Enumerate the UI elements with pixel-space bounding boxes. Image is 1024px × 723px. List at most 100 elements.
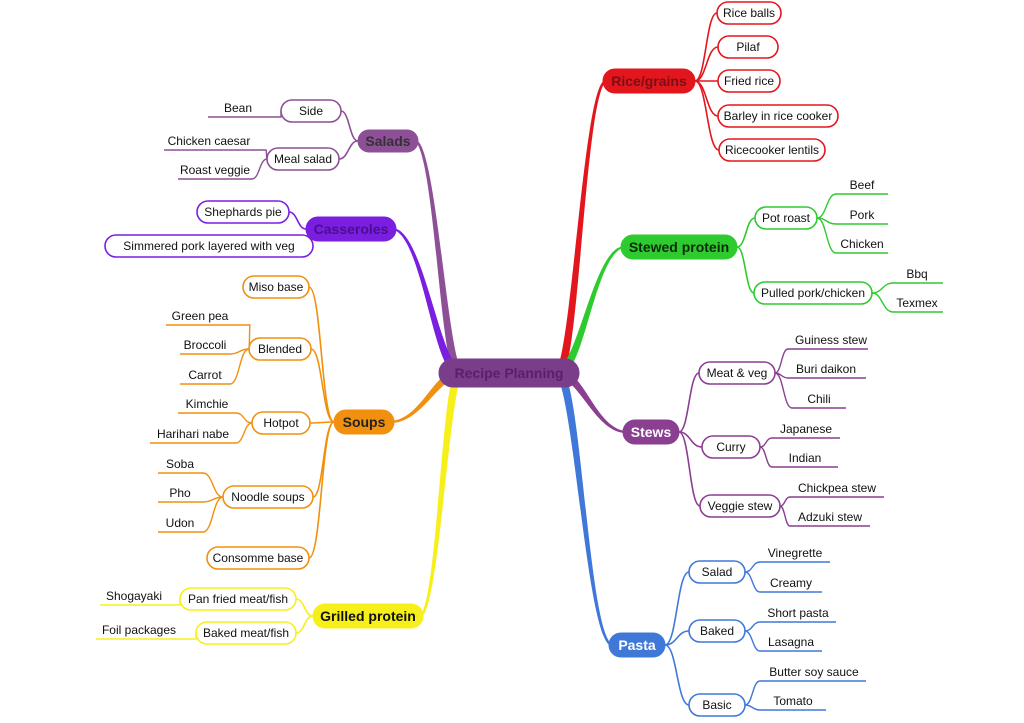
leaf-guiness-stew[interactable]: Guiness stew [788,333,868,350]
node-shephards-pie[interactable]: Shephards pie [196,200,290,224]
node-baked-meat-fish[interactable]: Baked meat/fish [195,621,297,645]
leaf-adzuki-stew-label: Adzuki stew [798,510,862,524]
leaf-green-pea[interactable]: Green pea [166,309,250,326]
leaf-bean[interactable]: Bean [208,101,281,118]
leaf-creamy[interactable]: Creamy [760,576,822,593]
leaf-chicken-caesar-label: Chicken caesar [168,134,251,148]
leaf-indian[interactable]: Indian [772,451,838,468]
edge-harihari-nabe [235,422,253,444]
leaf-udon-label: Udon [166,516,195,530]
leaf-japanese[interactable]: Japanese [772,422,840,439]
main-node-grilled[interactable]: Grilled protein [312,603,424,629]
node-ricecooker-lentils[interactable]: Ricecooker lentils [718,138,826,162]
leaf-pho[interactable]: Pho [158,486,203,503]
leaf-roast-veggie[interactable]: Roast veggie [178,163,252,180]
leaf-texmex[interactable]: Texmex [893,296,943,313]
main-node-rice-box [602,68,696,94]
node-blended[interactable]: Blended [248,337,312,361]
node-baked[interactable]: Baked [688,619,746,643]
edge-short-pasta [744,621,761,632]
leaf-chickpea-stew[interactable]: Chickpea stew [790,481,884,498]
edge-baked [664,630,690,646]
leaf-chili[interactable]: Chili [792,392,846,409]
edge-shephards-pie [288,211,307,230]
node-barley-in-rice-cooker[interactable]: Barley in rice cooker [717,104,839,128]
node-pot-roast[interactable]: Pot roast [754,206,818,230]
main-node-pasta-label: Pasta [618,637,656,653]
node-ricecooker-lentils-box [718,138,826,162]
main-node-salads[interactable]: Salads [357,129,419,153]
leaf-carrot[interactable]: Carrot [180,368,230,385]
main-node-pasta-box [608,632,666,658]
leaf-harihari-nabe[interactable]: Harihari nabe [150,427,236,444]
leaf-buri-daikon[interactable]: Buri daikon [788,362,866,379]
node-miso-base[interactable]: Miso base [242,275,310,299]
leaf-beef[interactable]: Beef [836,178,888,195]
node-rice-balls[interactable]: Rice balls [716,1,782,25]
node-pilaf[interactable]: Pilaf [717,35,779,59]
main-node-cass[interactable]: Casseroles [305,216,397,242]
edge-meal-salad [338,140,359,160]
node-hotpot[interactable]: Hotpot [251,411,311,435]
leaf-soba[interactable]: Soba [158,457,203,474]
leaf-adzuki-stew[interactable]: Adzuki stew [790,510,870,527]
node-basic[interactable]: Basic [688,693,746,717]
edge-baked-meat-fish [295,615,314,634]
node-curry[interactable]: Curry [701,435,761,459]
node-meal-salad[interactable]: Meal salad [266,147,340,171]
node-fried-rice[interactable]: Fried rice [717,69,781,93]
edge-roast-veggie [251,158,268,180]
edge-texmex [871,292,894,313]
node-side[interactable]: Side [280,99,342,123]
leaf-short-pasta[interactable]: Short pasta [760,606,836,623]
branch-cass-connector [392,228,463,375]
main-node-pasta[interactable]: Pasta [608,632,666,658]
node-meat-veg[interactable]: Meat & veg [698,361,776,385]
leaf-guiness-stew-label: Guiness stew [795,333,867,347]
edge-vinegrette [744,561,761,573]
leaf-udon[interactable]: Udon [158,516,203,533]
main-node-cass-label: Casseroles [314,221,389,237]
leaf-pork[interactable]: Pork [836,208,888,225]
node-baked-meat-fish-box [195,621,297,645]
edge-tomato [744,704,761,711]
leaf-broccoli[interactable]: Broccoli [180,338,230,355]
leaf-vinegrette-label: Vinegrette [768,546,823,560]
main-node-stewed-box [620,234,738,260]
leaf-chicken[interactable]: Chicken [836,237,888,254]
node-pulled-pork-chicken[interactable]: Pulled pork/chicken [753,281,873,305]
node-consomme-base[interactable]: Consomme base [206,546,310,570]
leaf-lasagna[interactable]: Lasagna [760,635,822,652]
node-veggie-stew[interactable]: Veggie stew [699,494,781,518]
edge-beef [816,193,837,219]
leaf-shogayaki[interactable]: Shogayaki [100,589,180,606]
main-node-soups[interactable]: Soups [333,409,395,435]
leaf-vinegrette[interactable]: Vinegrette [760,546,830,563]
center-node-recipe-planning[interactable]: Recipe Planning [438,358,580,388]
main-node-stews[interactable]: Stews [622,419,680,445]
node-barley-in-rice-cooker-box [717,104,839,128]
main-node-stewed[interactable]: Stewed protein [620,234,738,260]
center-node-recipe-planning-box [438,358,580,388]
node-pan-fried-meat-fish[interactable]: Pan fried meat/fish [179,587,297,611]
leaf-butter-soy-sauce[interactable]: Butter soy sauce [760,665,866,682]
node-meat-veg-label: Meat & veg [707,366,768,380]
node-salad[interactable]: Salad [688,560,746,584]
leaf-bbq[interactable]: Bbq [893,267,943,284]
node-noodle-soups-label: Noodle soups [231,490,304,504]
node-veggie-stew-label: Veggie stew [708,499,773,513]
leaf-tomato-label: Tomato [773,694,813,708]
node-simmered-pork-layered-with-veg[interactable]: Simmered pork layered with veg [104,234,314,258]
leaf-foil-packages[interactable]: Foil packages [96,623,196,640]
leaf-butter-soy-sauce-label: Butter soy sauce [769,665,859,679]
leaf-tomato[interactable]: Tomato [760,694,826,711]
edge-chili [774,372,793,409]
leaf-chicken-caesar[interactable]: Chicken caesar [164,134,266,151]
leaf-kimchie[interactable]: Kimchie [178,397,236,414]
node-noodle-soups[interactable]: Noodle soups [222,485,314,509]
main-node-rice[interactable]: Rice/grains [602,68,696,94]
node-baked-box [688,619,746,643]
leaf-green-pea-label: Green pea [172,309,229,323]
node-baked-label: Baked [700,624,734,638]
